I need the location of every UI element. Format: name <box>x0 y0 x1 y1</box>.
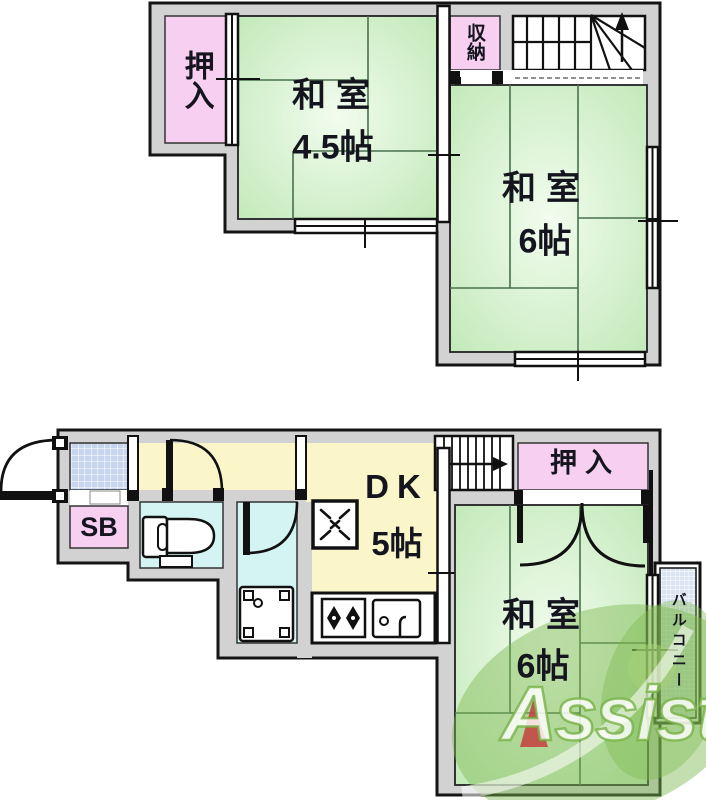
shoe-box-label: SB <box>80 511 118 542</box>
toilet-icon <box>141 515 216 568</box>
room-washitsu-45 <box>237 15 438 220</box>
room-washitsu-45-size: 4.5帖 <box>292 128 374 167</box>
watermark-a-triangle <box>520 700 548 747</box>
shoe-box <box>69 505 129 549</box>
sliding-door-oshiire-2f <box>216 12 260 147</box>
room-washitsu-6-1f <box>454 504 649 786</box>
closet-double-doors <box>517 502 649 568</box>
closet-oshiire-1f-label: 押入 <box>550 447 620 478</box>
room-washitsu-6-1f-name: 和室 <box>502 596 590 635</box>
tatami-lines-6-1f <box>455 505 648 785</box>
entrance-door-arc <box>0 436 68 503</box>
toilet-door-arc <box>162 438 224 501</box>
bathroom-door-arc <box>243 501 299 555</box>
genkan-tile <box>69 442 129 491</box>
balcony-label: バルコニー <box>669 592 687 692</box>
watermark-text: Assist <box>500 670 706 759</box>
room-washitsu-45-name: 和室 <box>292 76 380 115</box>
kitchen-counter-icon <box>310 591 437 645</box>
watermark-leaf <box>452 600 706 800</box>
floor-2f <box>148 1 678 381</box>
tatami-lines-6-2f <box>450 85 647 352</box>
closet-oshiire-1f <box>517 442 649 491</box>
bathtub-icon <box>238 585 295 643</box>
stairs-icon-2f <box>511 12 647 72</box>
tatami-lines-45 <box>238 16 437 219</box>
closet-oshiire-2f <box>164 15 227 144</box>
fusuma-wall-2f <box>428 4 460 224</box>
sink-icon <box>371 598 422 639</box>
room-washitsu-6-2f-size: 6帖 <box>518 222 572 261</box>
window-45-bottom <box>293 217 439 248</box>
closet-storage-2f-label: 収納 <box>463 23 485 61</box>
window-6-bottom <box>513 350 647 381</box>
floor-1f <box>0 428 702 797</box>
closet-oshiire-2f-label: 押入 <box>179 50 213 110</box>
room-dk-name: DK <box>365 467 429 505</box>
room-washitsu-6-1f-size: 6帖 <box>516 647 570 686</box>
room-dk-size: 5帖 <box>371 524 423 562</box>
window-6-right <box>638 145 678 290</box>
room-washitsu-6-2f-name: 和室 <box>502 169 590 208</box>
stove-icon <box>311 499 359 550</box>
